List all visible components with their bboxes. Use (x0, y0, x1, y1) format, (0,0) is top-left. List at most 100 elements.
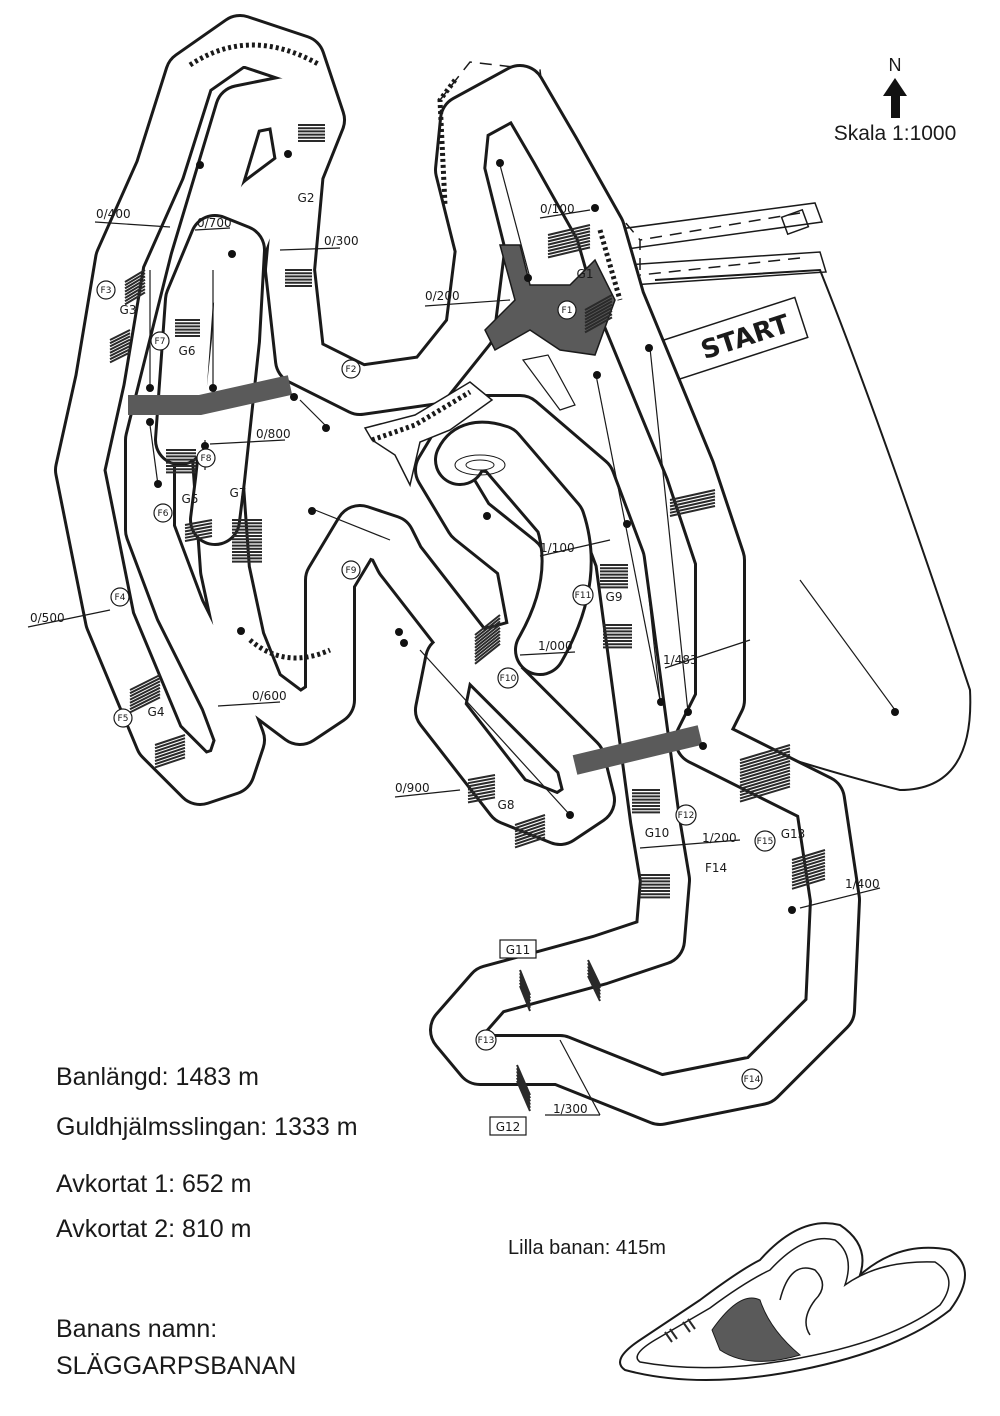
gate-hatch-line (154, 737, 186, 750)
marker-0-100: 0/100 (540, 202, 575, 216)
track-name-label: Banans namn: (56, 1315, 218, 1343)
avkortat-2: Avkortat 2: 810 m (56, 1215, 252, 1243)
flag-f7: F7 (155, 337, 166, 347)
gate-hatch-line (739, 776, 791, 793)
gate-hatch-line (516, 1067, 531, 1099)
gate-hatch-line (791, 868, 826, 881)
gate-hatch-line (547, 236, 591, 249)
lilla-banan-map (619, 1222, 966, 1381)
gate-hatch-line (519, 982, 531, 1009)
gate-hatch-line (791, 877, 826, 890)
gate-hatch-line (669, 505, 716, 517)
gate-hatch-line (519, 985, 531, 1012)
gate-hatch-line (514, 826, 546, 839)
avkortat-1: Avkortat 1: 652 m (56, 1170, 252, 1198)
gate-hatch-line (739, 766, 791, 784)
gate-hatches (109, 124, 826, 1112)
flag-f13: F13 (478, 1036, 495, 1046)
marker-0-700: 0/700 (197, 216, 232, 230)
gate-hatch-line (467, 780, 496, 788)
gate-g1: G1 (577, 267, 594, 281)
flag-f15: F15 (757, 837, 774, 847)
gate-hatch-line (467, 790, 496, 797)
gate-hatch-line (587, 959, 601, 986)
gate-hatch-line (109, 348, 131, 361)
gate-hatch-line (109, 335, 131, 348)
gate-hatch-line (669, 501, 716, 514)
gate-hatch-line (474, 623, 501, 646)
gate-hatch-line (474, 636, 501, 659)
gate-hatch-line (124, 288, 146, 303)
gate-g7: G7 (230, 486, 247, 500)
north-arrow-icon (883, 78, 907, 96)
gate-hatch-line (109, 345, 131, 357)
flag-f11: F11 (575, 591, 592, 601)
gate-hatch-line (124, 281, 146, 296)
gate-hatch-line (547, 246, 591, 259)
gate-hatch-line (129, 696, 161, 714)
compass: N Skala 1:1000 (820, 55, 970, 146)
gate-hatch-line (129, 693, 161, 711)
marker-0-400: 0/400 (96, 207, 131, 221)
gate-hatch-line (514, 830, 546, 842)
gate-hatch-line (791, 858, 826, 871)
gate-hatch-line (669, 495, 716, 508)
scale-label: Skala 1:1000 (833, 122, 957, 145)
gate-hatch-line (109, 332, 131, 345)
gate-hatch-line (547, 227, 591, 240)
gate-hatch-line (184, 525, 213, 533)
gate-hatch-line (739, 769, 791, 787)
marker-0-500: 0/500 (30, 611, 65, 625)
gate-hatch-line (739, 763, 791, 781)
gate-hatch-line (584, 297, 613, 315)
gate-labels: G1 G2 G3 G4 G5 G6 G7 G8 G9 G10 G13 G11 G… (120, 191, 805, 1136)
gate-hatch-line (154, 753, 186, 766)
gate-hatch-line (587, 962, 601, 989)
marker-1-483: 1/483 (663, 653, 698, 667)
gate-hatch-line (154, 734, 186, 746)
gate-hatch-line (154, 750, 186, 762)
guldhjalm-length: Guldhjälmsslingan: 1333 m (56, 1113, 358, 1141)
gate-hatch-line (791, 855, 826, 868)
gate-hatch-line (474, 614, 501, 636)
gate-hatch-line (474, 643, 501, 665)
gate-hatch-line (514, 823, 546, 836)
gate-hatch-line (514, 817, 546, 830)
flag-f8: F8 (201, 454, 212, 464)
gate-hatch-line (516, 1077, 531, 1109)
north-label: N (888, 55, 902, 75)
curbs (188, 42, 623, 661)
marker-0-800: 0/800 (256, 427, 291, 441)
gate-hatch-line (739, 753, 791, 771)
gate-hatch-line (669, 498, 716, 511)
gate-hatch-line (516, 1074, 531, 1105)
gate-g4: G4 (148, 705, 165, 719)
gate-hatch-line (184, 522, 213, 530)
marker-1-100: 1/100 (540, 541, 575, 555)
gate-hatch-line (467, 796, 496, 804)
marker-1-200: 1/200 (702, 831, 737, 845)
main-track (54, 14, 861, 1126)
gate-g12: G12 (496, 1120, 521, 1134)
gate-hatch-line (584, 310, 613, 327)
lilla-banan-label: Lilla banan: 415m (508, 1237, 666, 1259)
flag-f5: F5 (118, 714, 129, 724)
gate-g6: G6 (179, 344, 196, 358)
gate-hatch-line (547, 240, 591, 252)
gate-hatch-line (184, 528, 213, 536)
marker-0-200: 0/200 (425, 289, 460, 303)
gate-hatch-line (547, 233, 591, 246)
gate-hatch-line (669, 489, 716, 501)
flag-markers: F1 F2 F3 F4 F5 F6 F7 F8 F9 F10 F11 F12 F… (96, 280, 776, 1090)
gate-hatch-line (791, 874, 826, 887)
gate-hatch-line (129, 680, 161, 698)
gate-g3: G3 (120, 303, 137, 317)
gate-hatch-line (154, 740, 186, 753)
gate-hatch-line (516, 1071, 531, 1102)
gate-hatch-line (516, 1064, 531, 1096)
gate-hatch-line (154, 743, 186, 756)
gate-hatch-line (739, 760, 791, 777)
gate-hatch-line (739, 744, 791, 761)
gate-hatch-line (109, 341, 131, 354)
gate-hatch-line (124, 275, 146, 290)
